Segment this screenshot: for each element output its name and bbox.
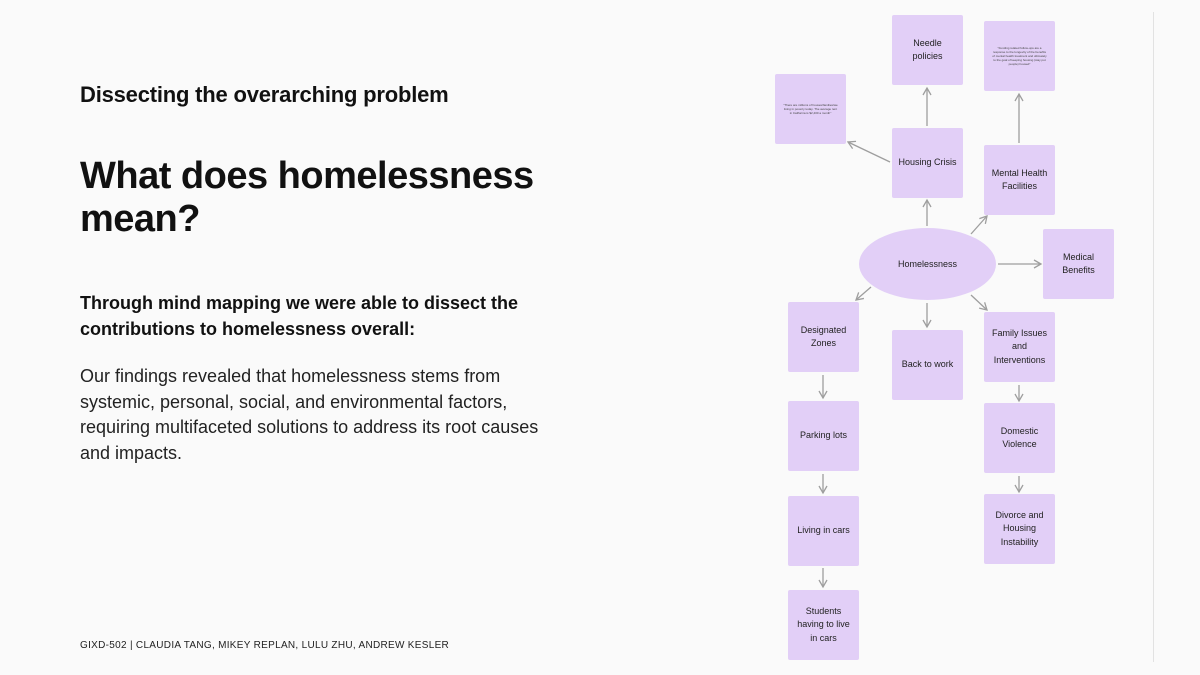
node-homelessness-center: Homelessness xyxy=(859,228,996,300)
node-domestic-violence: Domestic Violence xyxy=(984,403,1055,473)
node-parking-lots: Parking lots xyxy=(788,401,859,471)
page-title: What does homelessness mean? xyxy=(80,155,534,240)
divider-line xyxy=(1153,12,1154,662)
arrow-center-to-mental xyxy=(970,215,988,235)
node-medical-benefits: Medical Benefits xyxy=(1043,229,1114,299)
footer-credits: GIXD-502 | CLAUDIA TANG, MIKEY REPLAN, L… xyxy=(80,640,450,651)
node-family-issues: Family Issues and Interventions xyxy=(984,312,1055,382)
lead-paragraph: Through mind mapping we were able to dis… xyxy=(80,293,519,339)
arrow-housing-to-note xyxy=(846,140,891,163)
node-students-in-cars: Students having to live in cars xyxy=(788,590,859,660)
node-needle-policies: Needle policies xyxy=(892,15,963,85)
node-divorce-housing: Divorce and Housing Instability xyxy=(984,494,1055,564)
node-mental-health-facilities: Mental Health Facilities xyxy=(984,145,1055,215)
node-living-in-cars: Living in cars xyxy=(788,496,859,566)
node-back-to-work: Back to work xyxy=(892,330,963,400)
arrow-center-to-zones xyxy=(855,286,872,301)
findings-paragraph: Our findings revealed that homelessness … xyxy=(80,366,539,463)
node-quote-note-right: "Funding related follow-ups are a respon… xyxy=(984,21,1055,91)
arrow-center-to-family xyxy=(970,294,988,311)
node-housing-crisis: Housing Crisis xyxy=(892,128,963,198)
section-subtitle: Dissecting the overarching problem xyxy=(80,82,449,107)
node-designated-zones: Designated Zones xyxy=(788,302,859,372)
node-quote-note-left: "There are millions of houses/families/w… xyxy=(775,74,846,144)
